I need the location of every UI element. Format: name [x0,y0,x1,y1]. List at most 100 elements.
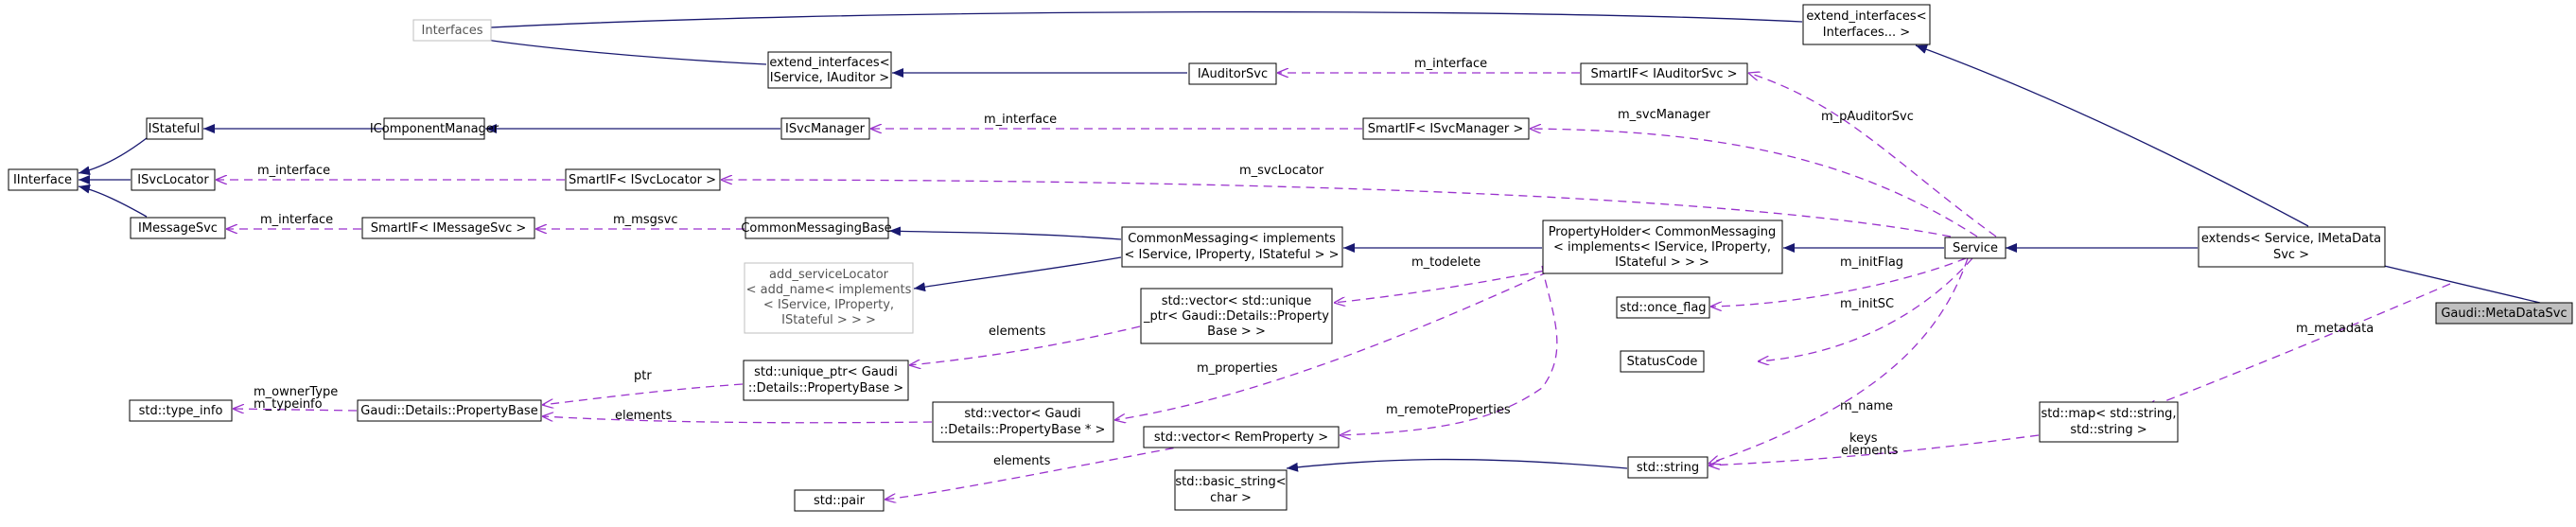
node-std-map[interactable]: std::map< std::string,std::string > [2039,401,2179,443]
node-commonmessaging[interactable]: CommonMessaging< implements< IService, I… [1121,226,1343,268]
label-elements-1: elements [989,325,1046,339]
node-smartif-imessagesvc[interactable]: SmartIF< IMessageSvc > [361,217,535,239]
label-m-remoteproperties: m_remoteProperties [1386,403,1511,417]
edge-vectorremprop-to-pair [885,442,1202,500]
node-propertyholder[interactable]: PropertyHolder< CommonMessaging< impleme… [1542,220,1783,274]
node-statuscode[interactable]: StatusCode [1620,350,1705,373]
node-add-servicelocator[interactable]: add_serviceLocator< add_name< implements… [744,262,914,334]
edge-commonmessaging-to-commonmessagingbase [888,226,1122,240]
svg-text:std::map< std::string,std::str: std::map< std::string,std::string > [2041,407,2176,437]
svg-text:SmartIF< ISvcManager >: SmartIF< ISvcManager > [1368,122,1524,136]
edge-service-to-smartif-svclocator [721,180,1952,237]
node-imessagesvc[interactable]: IMessageSvc [130,217,226,239]
label-m-initflag: m_initFlag [1840,255,1903,270]
edge-extends-to-extendinterfaces-n [1915,44,2309,227]
node-std-type-info[interactable]: std::type_info [129,399,233,422]
label-ptr: ptr [634,369,652,383]
node-smartif-isvcmanager[interactable]: SmartIF< ISvcManager > [1362,117,1530,140]
label-m-interface-svcmanager: m_interface [984,113,1057,127]
label-keys: keys [1849,431,1878,446]
svg-text:SmartIF< ISvcLocator >: SmartIF< ISvcLocator > [569,173,716,187]
label-m-interface-auditor: m_interface [1414,57,1487,71]
node-std-pair[interactable]: std::pair [794,489,885,512]
svg-text:IStateful: IStateful [149,122,201,136]
node-iauditorsvc[interactable]: IAuditorSvc [1188,62,1277,85]
svg-text:IComponentManager: IComponentManager [370,122,499,136]
node-commonmessagingbase[interactable]: CommonMessagingBase [741,217,892,239]
svg-text:PropertyHolder< CommonMessagin: PropertyHolder< CommonMessaging< impleme… [1549,225,1777,270]
edge-propertyholder-to-vectorpbptr [1114,265,1562,420]
node-icomponentmanager[interactable]: IComponentManager [370,117,499,140]
edge-propertyholder-to-vectorremprop [1340,265,1558,435]
edge-service-to-smartif-svcmanager [1530,129,1978,237]
node-smartif-isvclocator[interactable]: SmartIF< ISvcLocator > [565,168,721,191]
edge-metadatasvc-to-map [2146,283,2451,409]
label-m-svcmanager: m_svcManager [1618,108,1710,122]
node-std-basic-string[interactable]: std::basic_string<char > [1174,469,1288,511]
node-isvcmanager[interactable]: ISvcManager [780,117,870,140]
node-gaudi-metadatasvc[interactable]: Gaudi::MetaDataSvc [2435,302,2573,325]
svg-text:ISvcLocator: ISvcLocator [137,173,209,187]
svg-text:std::unique_ptr< Gaudi::Detail: std::unique_ptr< Gaudi::Details::Propert… [748,365,903,395]
edge-service-to-statuscode [1758,257,1973,361]
label-elements-3: elements [1841,444,1899,458]
label-m-typeinfo: m_typeinfo [254,397,323,412]
edge-labels: m_interface m_pAuditorSvc m_interface m_… [254,57,2374,468]
node-gaudi-propertybase[interactable]: Gaudi::Details::PropertyBase [357,399,542,422]
svg-text:Interfaces: Interfaces [422,24,483,38]
node-istateful[interactable]: IStateful [146,117,203,140]
edge-vectorpbptr-to-propertybase [542,416,933,424]
label-m-pauditorsvc: m_pAuditorSvc [1821,110,1914,124]
node-std-vector-remproperty[interactable]: std::vector< RemProperty > [1143,426,1340,448]
svg-text:add_serviceLocator< add_name<: add_serviceLocator< add_name< implements… [746,268,912,327]
svg-text:Gaudi::MetaDataSvc: Gaudi::MetaDataSvc [2441,307,2567,321]
svg-text:CommonMessaging< implements< I: CommonMessaging< implements< IService, I… [1125,232,1340,262]
svg-text:Gaudi::Details::PropertyBase: Gaudi::Details::PropertyBase [360,404,537,418]
label-m-interface-svclocator: m_interface [257,164,330,178]
node-iinterface[interactable]: IInterface [8,168,79,191]
node-extend-interfaces-variadic[interactable]: extend_interfaces<Interfaces... > [1802,4,1931,45]
svg-text:StatusCode: StatusCode [1627,355,1698,369]
svg-text:SmartIF< IMessageSvc >: SmartIF< IMessageSvc > [371,221,527,236]
node-isvclocator[interactable]: ISvcLocator [131,168,216,191]
label-m-ownertype: m_ownerType [254,385,338,399]
svg-text:std::type_info: std::type_info [139,404,223,418]
edge-propertyholder-to-vectoruniqueptr [1334,265,1571,303]
node-service[interactable]: Service [1944,237,2006,259]
svg-text:IMessageSvc: IMessageSvc [138,221,218,236]
svg-text:std::pair: std::pair [814,494,866,508]
node-std-vector-propertybase-ptr[interactable]: std::vector< Gaudi::Details::PropertyBas… [932,401,1114,443]
edge-extendinterfaces2-to-interfaces [453,31,767,65]
svg-text:std::vector< Gaudi::Details::P: std::vector< Gaudi::Details::PropertyBas… [940,407,1106,437]
node-interfaces[interactable]: Interfaces [412,19,492,42]
label-m-msgsvc: m_msgsvc [613,213,677,227]
edge-commonmessaging-to-addservicelocator [913,256,1122,292]
svg-text:extend_interfaces<Interfaces..: extend_interfaces<Interfaces... > [1806,9,1926,40]
edge-service-to-string [1709,257,1969,464]
edge-metadatasvc-to-extends [2359,257,2541,304]
edge-vectoruniqueptr-to-uniqueptr [909,325,1141,365]
edge-string-to-basicstring [1286,458,1628,472]
node-std-string[interactable]: std::string [1627,456,1709,479]
edge-imessagesvc-to-iinterface [78,184,148,218]
label-m-interface-messagesvc: m_interface [260,213,333,227]
svg-text:CommonMessagingBase: CommonMessagingBase [741,221,891,236]
svg-text:std::string: std::string [1637,461,1699,475]
label-m-todelete: m_todelete [1411,255,1481,270]
label-m-metadata: m_metadata [2296,322,2374,336]
node-vector-unique-ptr[interactable]: std::vector< std::unique_ptr< Gaudi::Det… [1140,288,1333,344]
svg-text:extend_interfaces<IService, IA: extend_interfaces<IService, IAuditor > [769,56,889,85]
node-std-unique-ptr-propertybase[interactable]: std::unique_ptr< Gaudi::Details::Propert… [743,360,909,401]
edge-propertybase-to-typeinfo [233,409,358,411]
svg-text:std::vector< RemProperty >: std::vector< RemProperty > [1154,430,1328,445]
node-smartif-iauditorsvc[interactable]: SmartIF< IAuditorSvc > [1580,62,1748,85]
node-std-once-flag[interactable]: std::once_flag [1616,296,1710,319]
node-extend-interfaces-iservice-iauditor[interactable]: extend_interfaces<IService, IAuditor > [767,51,892,89]
nodes: Interfaces extend_interfaces<IService, I… [8,4,2573,512]
svg-text:ISvcManager: ISvcManager [785,122,866,136]
svg-text:IInterface: IInterface [13,173,72,187]
label-m-name: m_name [1840,399,1893,413]
